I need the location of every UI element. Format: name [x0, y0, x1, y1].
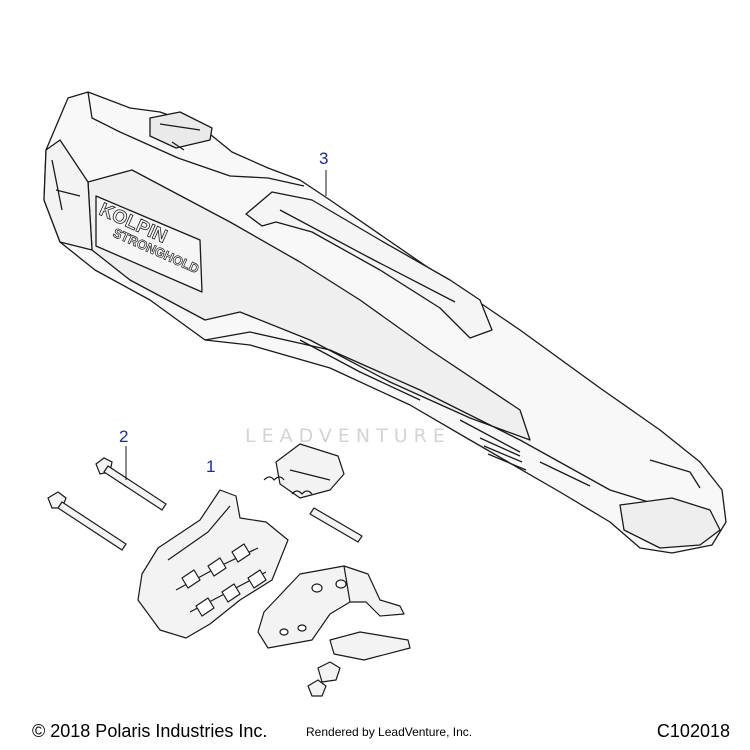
brand-plate [95, 195, 203, 293]
washer-screw [307, 679, 327, 697]
mount-bracket-assembly [137, 443, 411, 697]
case-rear-cap [619, 497, 721, 549]
case-handle [245, 191, 493, 339]
latch-clip [275, 443, 345, 499]
leader-lines [125, 170, 327, 480]
nut [317, 661, 341, 683]
copyright-text: © 2018 Polaris Industries Inc. [32, 721, 268, 741]
case-side-panel [87, 169, 531, 441]
gun-boot-case [43, 91, 727, 554]
case-latch [149, 111, 213, 149]
rendered-by-text: Rendered by LeadVenture, Inc. [306, 725, 473, 739]
spring [263, 476, 313, 495]
case-front-face [43, 139, 93, 251]
callout-2: 2 [119, 427, 129, 446]
watermark-text: LEADVENTURE [245, 425, 451, 447]
case-lid-seam [204, 331, 701, 519]
bolts [47, 457, 167, 551]
case-top-edge [87, 91, 305, 187]
bracket-arm [343, 565, 405, 617]
lower-bracket [257, 565, 363, 649]
bolt-upper [95, 457, 167, 511]
foot-plate [329, 631, 411, 661]
pivot-pin [309, 507, 363, 543]
bolt-lower [47, 491, 127, 551]
callout-1: 1 [206, 457, 216, 476]
case-bottom-ribs [479, 437, 527, 471]
callout-3: 3 [319, 149, 329, 168]
figure-code: C102018 [656, 721, 730, 741]
